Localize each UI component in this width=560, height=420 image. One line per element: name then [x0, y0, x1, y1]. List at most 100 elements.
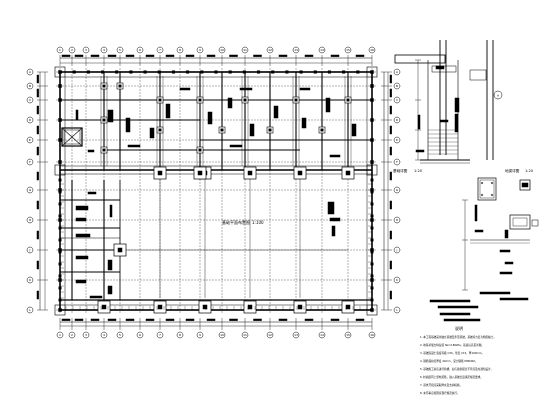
beam-label [75, 279, 87, 284]
foundation-plan: 1122334455667788991010111112121313141415… [26, 46, 401, 339]
perimeter-column [200, 70, 204, 74]
shaft-inner [63, 129, 81, 145]
dimension-text [389, 230, 392, 240]
beam-label [351, 123, 357, 137]
axis-bubble-left [26, 136, 34, 144]
column [345, 304, 351, 310]
axis-bubble-top [368, 46, 376, 54]
axis-bubble-right [393, 216, 401, 224]
detail-label [504, 261, 514, 265]
axis-bubble-bottom [368, 331, 376, 339]
dimension-text [145, 318, 155, 321]
perimeter-column [228, 70, 232, 74]
axis-bubble-bottom [292, 331, 300, 339]
axis-bubble-top [292, 46, 300, 54]
axis-bubble-top [318, 46, 326, 54]
dimension-text [304, 318, 314, 321]
column [297, 304, 303, 310]
axis-bubble-left [26, 116, 34, 124]
axis-bubble-left [26, 246, 34, 254]
detail-label [474, 229, 484, 233]
axis-bubble-left [26, 158, 34, 166]
beam-label [327, 201, 335, 215]
axis-bubble-bottom [82, 331, 90, 339]
note-fragment [479, 291, 511, 295]
axis-label-bottom: 15 [346, 333, 350, 337]
axis-label-bottom: 6 [139, 333, 141, 337]
axis-bubble-left [26, 82, 34, 90]
column [117, 247, 123, 253]
beam-label [125, 117, 131, 133]
detail-block [531, 219, 539, 227]
dimension-text [229, 54, 238, 57]
axis-label-bottom: 9 [199, 333, 201, 337]
axis-label-right: C [396, 98, 398, 102]
axis-label-right: L [396, 308, 398, 312]
beam-label [87, 149, 95, 153]
beam-label [249, 123, 255, 137]
axis-bubble-bottom [218, 331, 226, 339]
notes-heading: 说明 [455, 325, 463, 331]
detail-label [499, 249, 511, 253]
axis-label-top: 14 [320, 48, 324, 52]
perimeter-column [58, 286, 62, 290]
perimeter-column [58, 214, 62, 218]
axis-bubble-right [393, 82, 401, 90]
perimeter-column [58, 250, 62, 254]
axis-label-bottom: 7 [159, 333, 161, 337]
note-line: 4. 钢筋保护层厚度 40mm，受力钢筋 HRB400。 [420, 359, 478, 363]
perimeter-column [58, 160, 62, 164]
detail-footing-section [394, 40, 470, 164]
column [202, 304, 208, 310]
column [157, 170, 163, 176]
axis-label-bottom: 12 [268, 333, 272, 337]
perimeter-column [327, 70, 332, 74]
beam-section [509, 214, 531, 230]
perimeter-column [356, 70, 360, 74]
dimension-text [304, 54, 314, 57]
perimeter-column [58, 202, 62, 206]
axis-bubble-top [176, 46, 184, 54]
axis-label-right: J [396, 248, 398, 252]
axis-bubble-right [393, 136, 401, 144]
axis-bubble-top [266, 46, 274, 54]
axis-bubble-bottom [100, 331, 108, 339]
axis-label-top: 16 [370, 48, 374, 52]
beam-stirrup [512, 217, 528, 227]
perimeter-column [171, 70, 176, 74]
column [157, 304, 163, 310]
dimension-text [185, 318, 195, 321]
section-marker [493, 90, 503, 100]
corner-footing [54, 66, 66, 78]
axis-label-top: 4 [103, 48, 105, 52]
dimension-text [107, 54, 117, 57]
axis-bubble-right [393, 276, 401, 284]
perimeter-column [285, 70, 289, 74]
detail-label [521, 182, 529, 188]
column [268, 128, 272, 132]
perimeter-column [370, 178, 374, 182]
detail-label [454, 97, 460, 113]
dimension-text [389, 105, 392, 115]
outer-foundation-beam [59, 71, 373, 311]
perimeter-column [186, 70, 190, 74]
perimeter-column [214, 70, 218, 74]
axis-label-top: 1 [59, 48, 61, 52]
axis-bubble-bottom [318, 331, 326, 339]
axis-label-top: 9 [199, 48, 201, 52]
beam-label [75, 205, 89, 211]
dimension-text [107, 318, 117, 321]
dimension-text [206, 318, 216, 321]
beam-label [109, 204, 113, 218]
axis-label-bottom: 16 [370, 333, 374, 337]
dimension-text [330, 318, 340, 321]
dimension-text [165, 54, 175, 57]
dimension-text [389, 171, 392, 181]
rebar-dot [490, 181, 494, 185]
detail-2-scale: 1:20 [525, 169, 534, 173]
dimension-text [389, 74, 392, 84]
axis-bubble-bottom [156, 331, 164, 339]
beam-label [329, 217, 341, 222]
perimeter-column [370, 118, 374, 122]
dimension-text [36, 74, 39, 84]
